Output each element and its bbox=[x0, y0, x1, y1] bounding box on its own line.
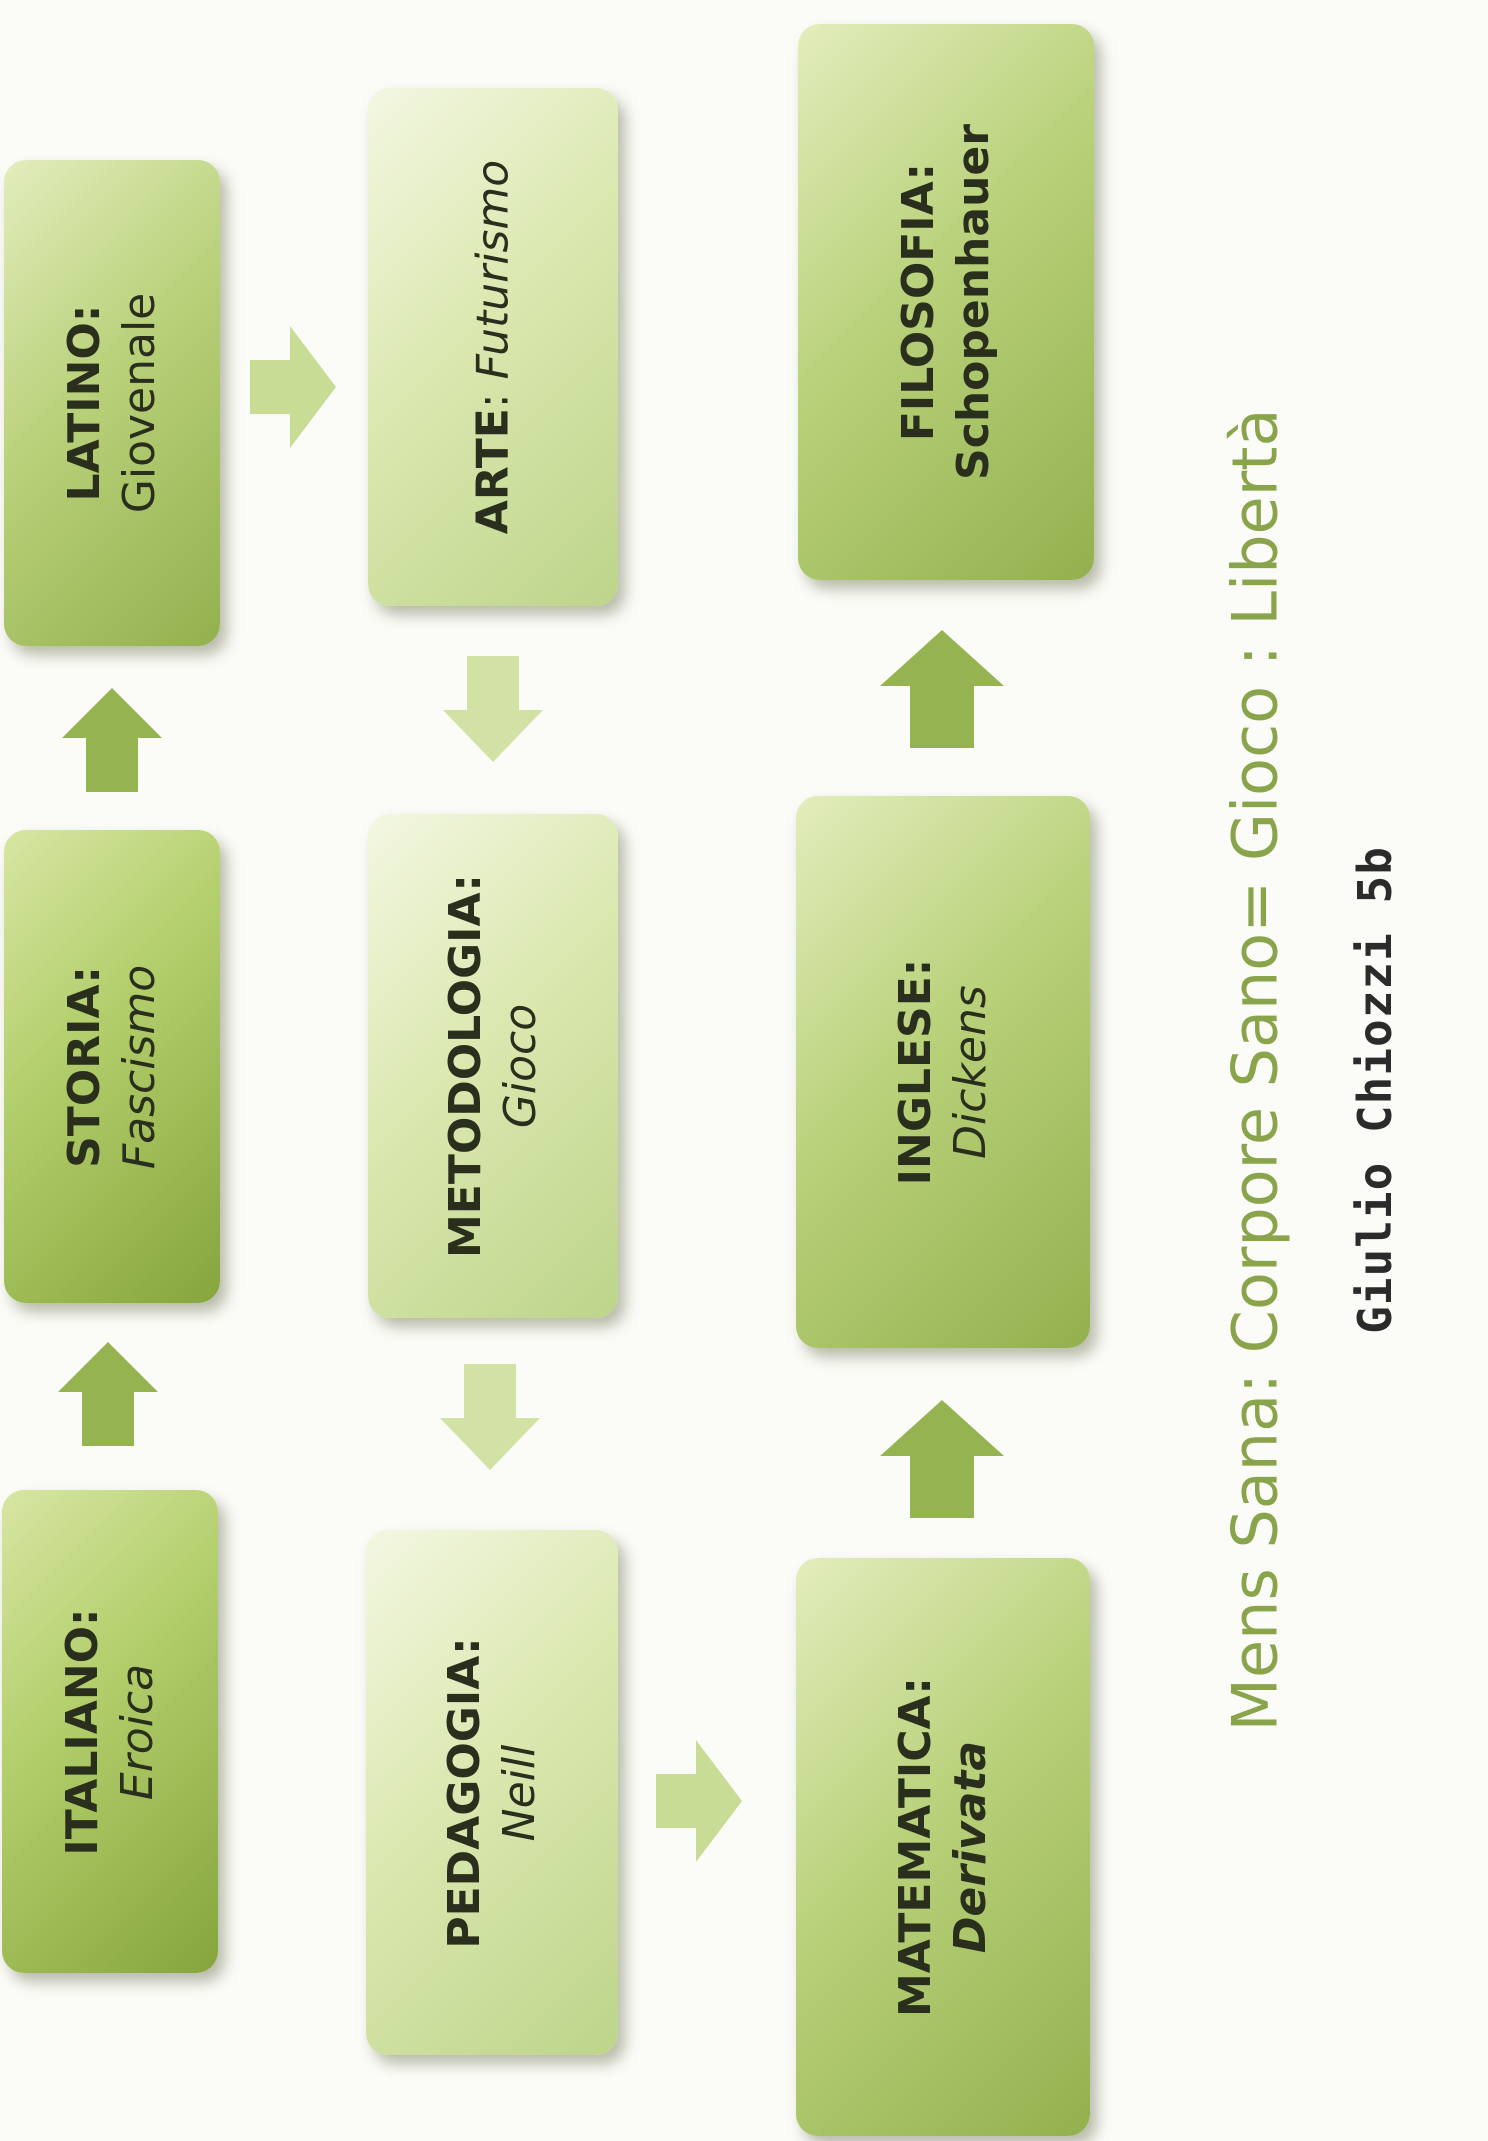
subject-latino: LATINO: bbox=[59, 304, 110, 502]
subject-metodologia: METODOLOGIA: bbox=[440, 873, 491, 1259]
author-arte: Futurismo bbox=[467, 159, 519, 380]
arte-separator: : bbox=[467, 379, 519, 409]
author-metodologia: Gioco bbox=[495, 1003, 546, 1129]
box-arte-label: ARTE: Futurismo bbox=[466, 160, 521, 534]
arrow-down-icon bbox=[443, 656, 543, 762]
subject-storia: STORIA: bbox=[59, 965, 110, 1168]
arrow-right-icon bbox=[250, 326, 336, 448]
subject-filosofia: FILOSOFIA: bbox=[893, 162, 944, 442]
author-matematica: Derivata bbox=[945, 1740, 996, 1954]
motto-text: Mens Sana: Corpore Sano= Gioco : Libertà bbox=[1218, 408, 1292, 1732]
author-inglese: Dickens bbox=[945, 985, 996, 1159]
subject-italiano: ITALIANO: bbox=[57, 1607, 108, 1856]
arrow-up-icon bbox=[880, 1400, 1004, 1518]
box-pedagogia: PEDAGOGIA: Neill bbox=[366, 1530, 618, 2055]
author-storia: Fascismo bbox=[114, 964, 165, 1169]
box-latino: LATINO: Giovenale bbox=[4, 160, 220, 646]
motto-container: Mens Sana: Corpore Sano= Gioco : Libertà bbox=[1200, 409, 1310, 1732]
author-italiano: Eroica bbox=[112, 1663, 163, 1800]
box-storia: STORIA: Fascismo bbox=[4, 830, 220, 1303]
subject-matematica: MATEMATICA: bbox=[890, 1676, 941, 2018]
box-inglese-label: INGLESE: Dickens bbox=[888, 959, 998, 1186]
signature-container: Giulio Chiozzi 5b bbox=[1330, 846, 1420, 1334]
arrow-right-icon bbox=[656, 1740, 742, 1862]
box-filosofia-label: FILOSOFIA: Schopenhauer bbox=[891, 124, 1001, 480]
box-filosofia: FILOSOFIA: Schopenhauer bbox=[798, 24, 1094, 580]
signature-text: Giulio Chiozzi 5b bbox=[1348, 846, 1402, 1334]
box-italiano-label: ITALIANO: Eroica bbox=[55, 1608, 165, 1855]
box-inglese: INGLESE: Dickens bbox=[796, 796, 1090, 1348]
arrow-down-icon bbox=[440, 1364, 540, 1470]
subject-pedagogia: PEDAGOGIA: bbox=[439, 1636, 490, 1949]
box-metodologia: METODOLOGIA: Gioco bbox=[368, 814, 618, 1318]
box-storia-label: STORIA: Fascismo bbox=[57, 964, 167, 1168]
box-matematica: MATEMATICA: Derivata bbox=[796, 1558, 1090, 2136]
author-pedagogia: Neill bbox=[494, 1744, 545, 1841]
box-pedagogia-label: PEDAGOGIA: Neill bbox=[437, 1637, 547, 1948]
subject-inglese: INGLESE: bbox=[890, 958, 941, 1186]
subject-arte: ARTE bbox=[467, 408, 519, 535]
box-metodologia-label: METODOLOGIA: Gioco bbox=[438, 874, 548, 1258]
box-latino-label: LATINO: Giovenale bbox=[57, 293, 167, 514]
arrow-up-icon bbox=[62, 688, 162, 792]
box-matematica-label: MATEMATICA: Derivata bbox=[888, 1677, 998, 2017]
author-filosofia: Schopenhauer bbox=[948, 124, 999, 480]
box-italiano: ITALIANO: Eroica bbox=[2, 1490, 218, 1973]
author-latino: Giovenale bbox=[114, 292, 165, 514]
arrow-up-icon bbox=[880, 630, 1004, 748]
arrow-up-icon bbox=[58, 1342, 158, 1446]
box-arte: ARTE: Futurismo bbox=[368, 88, 618, 606]
